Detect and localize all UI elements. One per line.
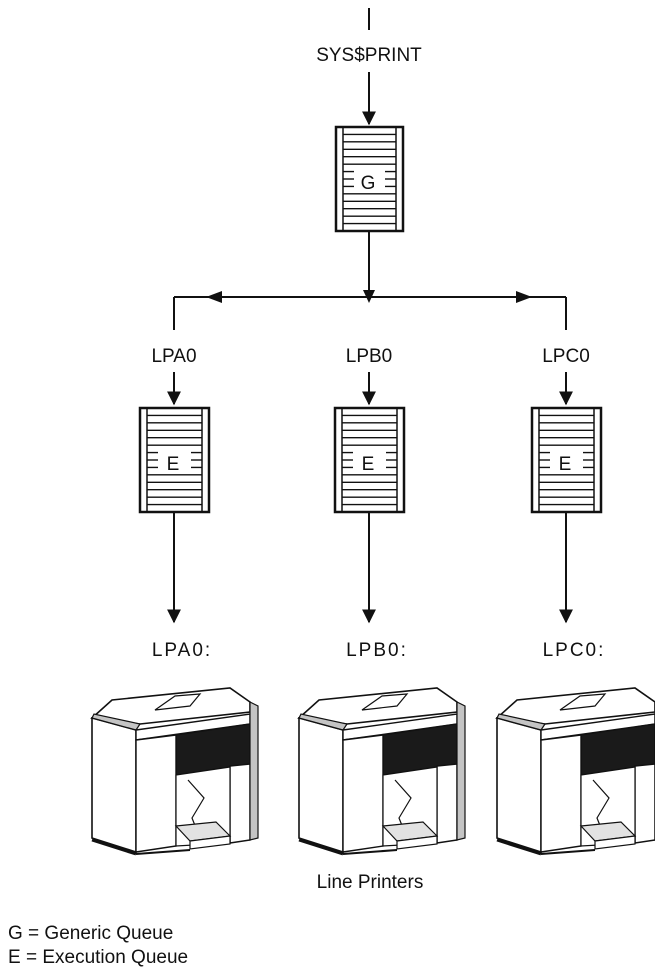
queue-label-lpb0: LPB0 bbox=[346, 346, 392, 367]
bus-arrow-left bbox=[206, 291, 222, 303]
line-printer-icon-lpa0 bbox=[90, 687, 259, 856]
legend-execution: E = Execution Queue bbox=[8, 947, 188, 968]
printers-caption: Line Printers bbox=[317, 872, 424, 893]
line-printer-icon-lpc0 bbox=[495, 687, 655, 856]
queue-label-lpc0: LPC0 bbox=[542, 346, 590, 367]
device-label-lpc0: LPC0: bbox=[543, 640, 606, 661]
execution-queue-icon-lpa0 bbox=[138, 406, 211, 514]
generic-queue-letter: G bbox=[361, 173, 376, 194]
execution-queue-letter-lpb0: E bbox=[362, 454, 375, 475]
execution-queue-letter-lpc0: E bbox=[559, 454, 572, 475]
generic-queue-icon bbox=[334, 125, 405, 233]
device-label-lpb0: LPB0: bbox=[346, 640, 408, 661]
execution-queue-letter-lpa0: E bbox=[167, 454, 180, 475]
legend-generic: G = Generic Queue bbox=[8, 923, 173, 944]
execution-queue-icon-lpc0 bbox=[530, 406, 603, 514]
device-label-lpa0: LPA0: bbox=[152, 640, 212, 661]
execution-queue-icon-lpb0 bbox=[333, 406, 406, 514]
bus-arrow-center bbox=[363, 290, 375, 303]
queue-label-lpa0: LPA0 bbox=[151, 346, 196, 367]
line-printer-icon-lpb0 bbox=[297, 687, 466, 856]
sys-print-label: SYS$PRINT bbox=[316, 45, 422, 66]
bus-arrow-right bbox=[516, 291, 532, 303]
